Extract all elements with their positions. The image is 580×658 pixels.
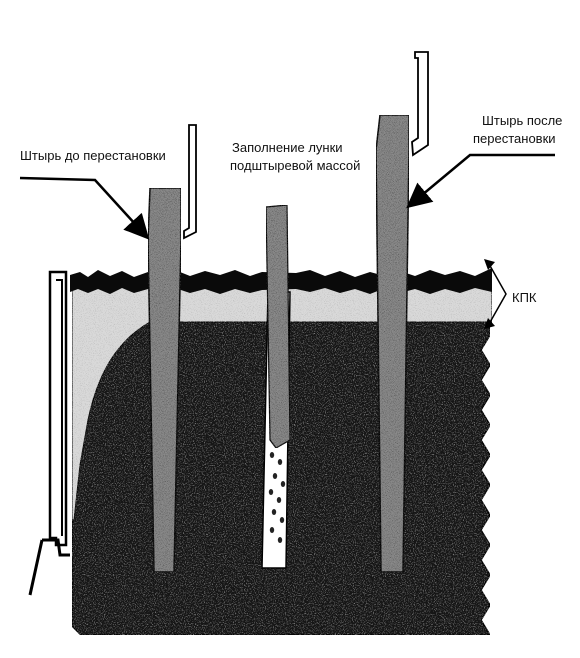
crust-bracket-arrow-bottom	[484, 318, 495, 329]
pin-after-leader	[406, 153, 555, 209]
label-fill-line2: подштыревой массой	[230, 158, 360, 173]
side-wall	[48, 270, 68, 547]
fill-stream	[265, 204, 291, 449]
fill-granules	[268, 452, 286, 543]
crust-bracket	[488, 263, 507, 325]
pin-after	[375, 114, 410, 573]
side-wall-lip	[28, 538, 70, 596]
label-fill-line1: Заполнение лунки	[232, 140, 343, 155]
label-pin-after-line1: Штырь после	[482, 113, 562, 128]
pin-before	[147, 187, 182, 573]
pin-after-rod	[411, 51, 429, 157]
crust-bracket-arrow-top	[484, 259, 495, 270]
pin-before-rod	[183, 124, 197, 240]
label-pin-after-line2: перестановки	[473, 131, 556, 146]
label-crust: КПК	[512, 290, 537, 305]
side-wall-inner	[56, 279, 63, 536]
label-pin-before: Штырь до перестановки	[20, 148, 166, 163]
pin-before-leader	[19, 176, 150, 240]
